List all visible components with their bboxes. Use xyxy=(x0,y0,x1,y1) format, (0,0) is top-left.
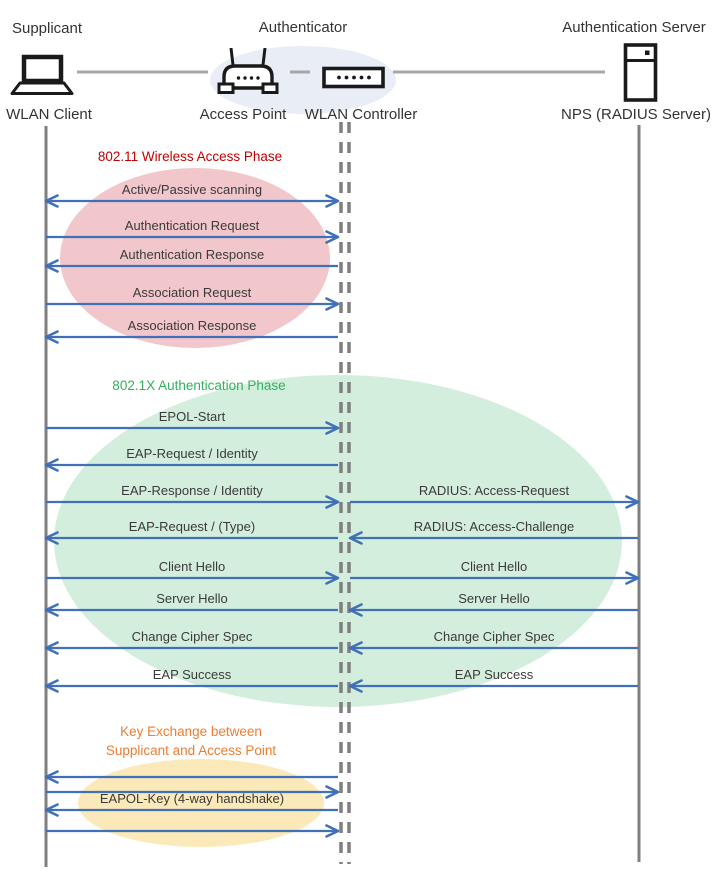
phase-ellipse-1 xyxy=(54,375,622,707)
message-label: RADIUS: Access-Challenge xyxy=(413,519,575,534)
message-label: Association Request xyxy=(132,285,252,300)
message-label: Change Cipher Spec xyxy=(131,629,253,644)
message-label: RADIUS: Access-Request xyxy=(418,483,570,498)
actor-label-nps: NPS (RADIUS Server) xyxy=(560,106,712,123)
server-icon xyxy=(623,43,658,102)
message-label: EAP Success xyxy=(152,667,232,682)
message-label: Authentication Request xyxy=(124,218,260,233)
wlan-controller-icon xyxy=(322,66,385,89)
phase-title-1: 802.1X Authentication Phase xyxy=(112,378,286,393)
message-label: EAP Success xyxy=(454,667,534,682)
message-arrows xyxy=(44,194,640,838)
message-label: Active/Passive scanning xyxy=(121,182,263,197)
actor-label-wlan-controller: WLAN Controller xyxy=(304,106,418,123)
message-label: EAP-Response / Identity xyxy=(121,483,263,498)
actor-label-access-point: Access Point xyxy=(199,106,287,123)
actor-label-wlan-client: WLAN Client xyxy=(6,106,92,123)
message-label: EAPOL-Key (4-way handshake) xyxy=(99,791,285,806)
message-label: Client Hello xyxy=(460,559,528,574)
laptop-icon xyxy=(10,54,74,95)
message-label: Client Hello xyxy=(158,559,226,574)
role-label-authentication-server: Authentication Server xyxy=(562,19,706,36)
message-label: Authentication Response xyxy=(119,247,265,262)
phase-title-2: Key Exchange between Supplicant and Acce… xyxy=(105,724,277,758)
phase-ellipse-2 xyxy=(78,759,324,847)
role-label-supplicant: Supplicant xyxy=(11,20,83,37)
phase-title-0: 802.11 Wireless Access Phase xyxy=(97,149,283,164)
message-label: EAP-Request / (Type) xyxy=(128,519,256,534)
message-label: Server Hello xyxy=(458,591,530,606)
message-label: EAP-Request / Identity xyxy=(126,446,258,461)
message-label: Server Hello xyxy=(156,591,228,606)
role-label-authenticator: Authenticator xyxy=(258,19,348,36)
message-label: Change Cipher Spec xyxy=(433,629,555,644)
message-label: EPOL-Start xyxy=(158,409,226,424)
authenticator-group-ellipse xyxy=(210,46,396,114)
message-label: Association Response xyxy=(127,318,257,333)
access-point-icon xyxy=(217,47,279,94)
